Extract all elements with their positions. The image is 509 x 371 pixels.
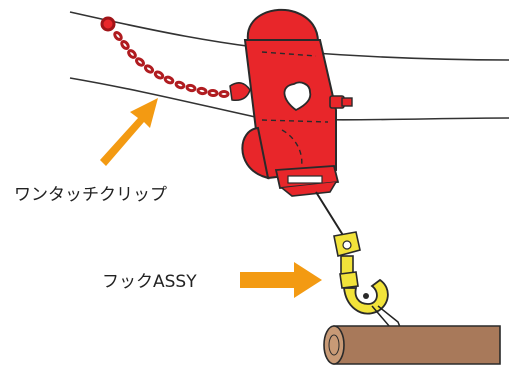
- label-one-touch-clip: ワンタッチクリップ: [14, 185, 167, 205]
- hook-wire: [315, 191, 347, 241]
- hook-assy: [333, 231, 389, 315]
- label-hook-assy: フックASSY: [102, 272, 197, 292]
- wire-grip-clamp: [241, 8, 353, 197]
- log: [323, 325, 501, 365]
- orange-arrow-icon: [240, 262, 322, 298]
- orange-arrow-icon: [100, 98, 158, 166]
- clip-shackle: [229, 82, 251, 102]
- chain: [100, 16, 230, 98]
